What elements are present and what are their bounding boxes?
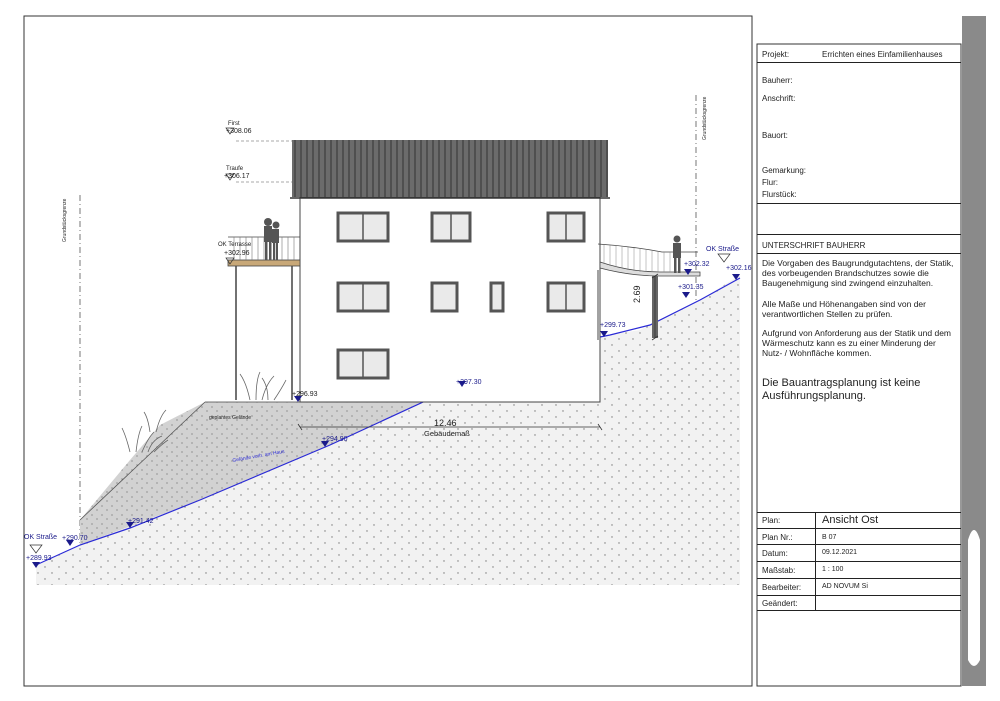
divider	[757, 610, 961, 611]
divider	[757, 544, 961, 545]
note-verification: Alle Maße und Höhenangaben sind von der …	[762, 299, 926, 319]
bauherr-label: Bauherr:	[762, 76, 793, 85]
divider	[757, 561, 961, 562]
plannr-label: Plan Nr.:	[762, 533, 793, 542]
punch-hole-mark	[968, 530, 980, 666]
level-296-value: +296.93	[292, 391, 318, 398]
anschrift-label: Anschrift:	[762, 94, 796, 103]
flur-label: Flur:	[762, 178, 778, 187]
house-roof-texture	[292, 140, 608, 197]
datum-label: Datum:	[762, 549, 788, 558]
massstab-label: Maßstab:	[762, 566, 796, 575]
geaendert-label: Geändert:	[762, 599, 798, 608]
drawing-frame	[23, 15, 753, 687]
datum-value: 09.12.2021	[822, 549, 858, 556]
level-297-value: +297.30	[456, 379, 482, 386]
level-traufe-value: +306.17	[224, 173, 250, 180]
windows-upper	[336, 211, 586, 243]
height-dimension-value: 2.69	[632, 285, 642, 303]
note-planning-disclaimer: Die Bauantragsplanung ist keine Ausführu…	[762, 377, 921, 402]
street-level-left-label: OK Straße	[24, 534, 58, 541]
level-289-value: +289.93	[26, 555, 52, 562]
divider	[757, 528, 961, 529]
level-first-value: +308.06	[226, 128, 252, 135]
level-markers-outline	[29, 127, 731, 554]
signature-heading: UNTERSCHRIFT BAUHERR	[762, 241, 866, 250]
window-mullions	[362, 213, 567, 378]
divider	[757, 234, 961, 235]
title-block-frame	[756, 43, 962, 687]
level-291-value: +291.42	[128, 518, 154, 525]
plannr-value: B 07	[822, 534, 837, 541]
divider	[757, 203, 961, 204]
level-294-value: +294.90	[322, 436, 348, 443]
level-302b-value: +302.16	[726, 265, 752, 272]
level-302a-value: +302.32	[684, 261, 710, 268]
projekt-label: Projekt:	[762, 50, 790, 59]
street-level-right-label: OK Straße	[706, 246, 740, 253]
level-301-value: +301.35	[678, 284, 704, 291]
bauort-label: Bauort:	[762, 131, 788, 140]
terrace-left	[227, 218, 301, 400]
level-299-value: +299.73	[600, 322, 626, 329]
plan-label: Plan:	[762, 516, 781, 525]
bearbeiter-label: Bearbeiter:	[762, 583, 802, 592]
level-leader-lines	[236, 140, 292, 183]
divider	[757, 595, 961, 596]
building-width-label: Gebäudemaß	[424, 429, 470, 438]
note-area-reduction: Aufgrund von Anforderung aus der Statik …	[762, 328, 952, 358]
level-terrasse-value: +302.96	[224, 250, 250, 257]
divider	[757, 578, 961, 579]
level-traufe-label: Traufe	[226, 166, 244, 172]
shrub-plants	[121, 371, 287, 453]
divider	[757, 512, 961, 513]
boundary-left-label: Grundstücksgrenze	[62, 198, 68, 242]
planned-terrain-label: geplantes Gelände	[209, 415, 251, 421]
level-markers	[32, 269, 740, 568]
projekt-value: Errichten eines Einfamilienhauses	[822, 50, 943, 59]
note-requirements: Die Vorgaben des Baugrundgutachtens, der…	[762, 258, 954, 288]
boundary-right-label: Grundstücksgrenze	[702, 96, 708, 140]
bearbeiter-value: AD NOVUM Si	[822, 583, 868, 590]
planned-slope-line	[79, 401, 206, 521]
divider	[757, 62, 961, 63]
flurstueck-label: Flurstück:	[762, 190, 797, 199]
plan-value: Ansicht Ost	[822, 514, 879, 526]
level-first-label: First	[228, 121, 240, 127]
divider	[757, 253, 961, 254]
building-width-value: 12.46	[434, 418, 457, 428]
dimension-height	[651, 273, 659, 341]
dimension-building-width	[297, 423, 603, 431]
level-290-value: +290.70	[62, 535, 88, 542]
level-terrasse-label: OK Terrasse	[218, 242, 252, 248]
gemarkung-label: Gemarkung:	[762, 166, 807, 175]
massstab-value: 1 : 100	[822, 566, 844, 573]
